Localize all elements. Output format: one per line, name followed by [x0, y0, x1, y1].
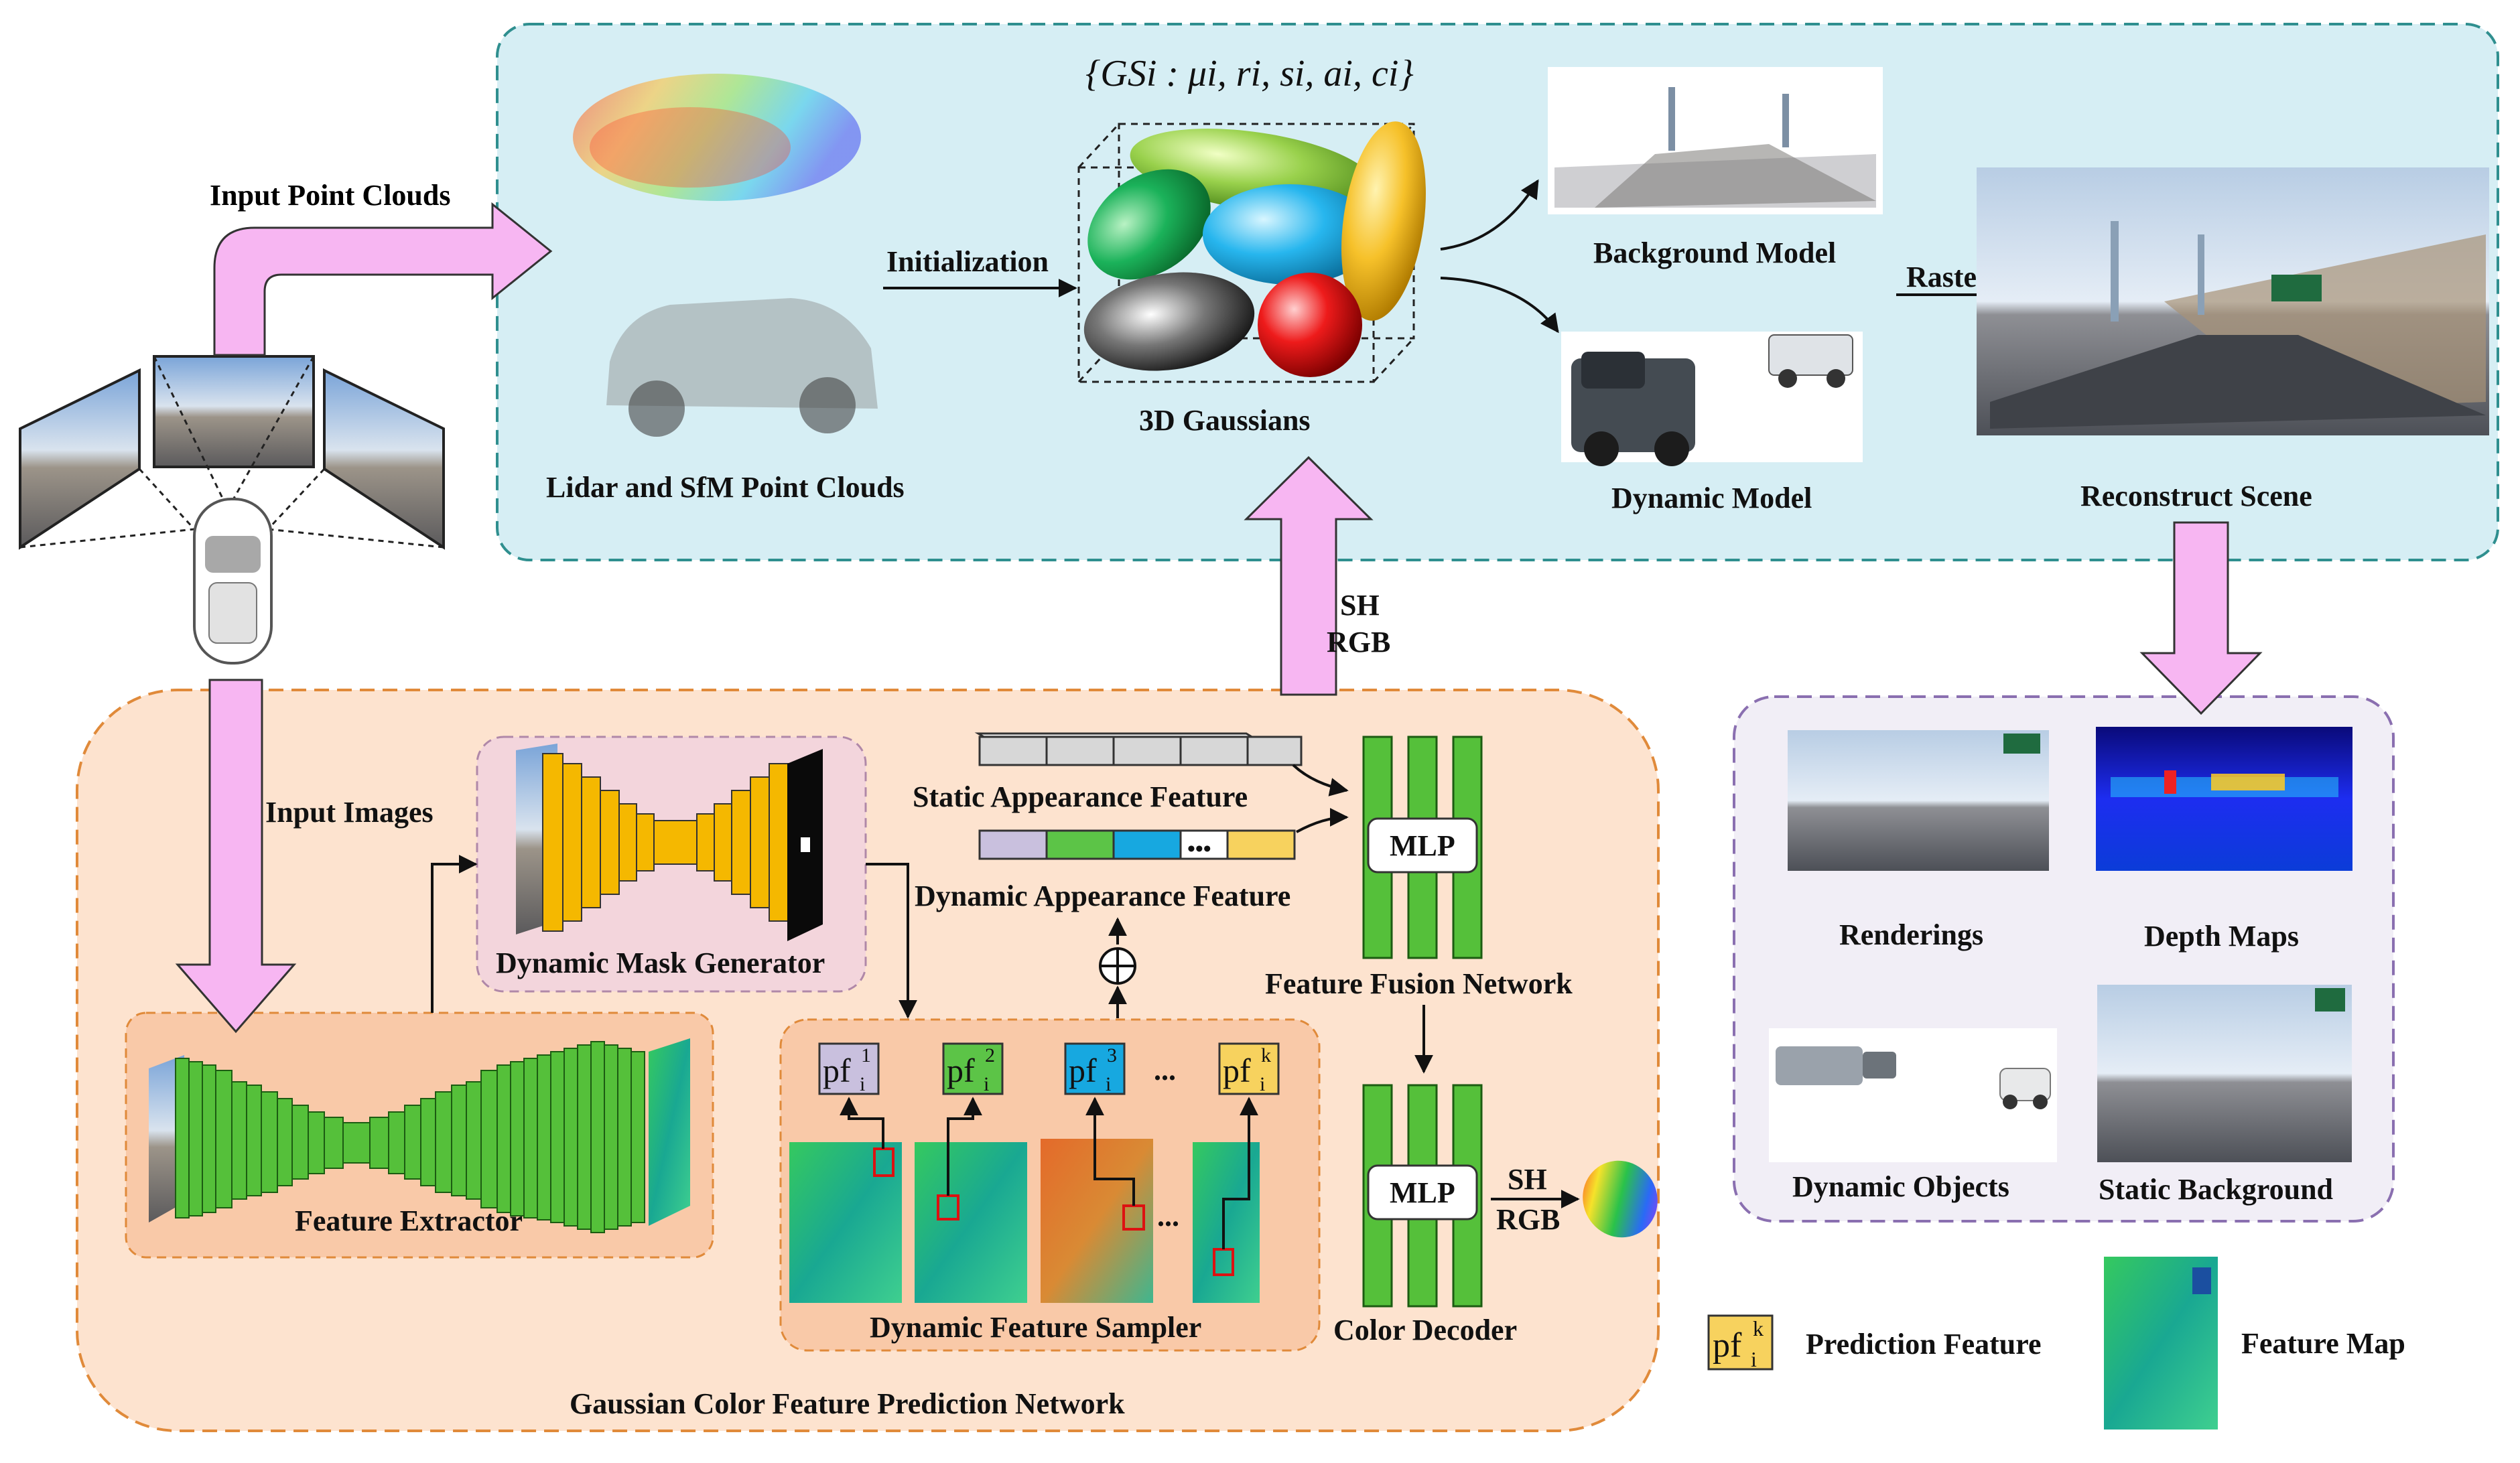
- black-gaussian: [1083, 272, 1255, 371]
- dynamic-appearance-label: Dynamic Appearance Feature: [915, 880, 1290, 912]
- decoder-mlp-block: [1362, 1084, 1483, 1308]
- pf-k-text: pf: [1223, 1052, 1251, 1089]
- mlp-fusion-label: MLP: [1390, 829, 1455, 862]
- pf-box-2: [942, 1042, 1004, 1095]
- dynamic-objects-label: Dynamic Objects: [1792, 1170, 2009, 1203]
- legend-pf-sup: k: [1753, 1316, 1764, 1340]
- sfm-car-point-cloud: [606, 298, 878, 437]
- mask-to-sampler-connector: [866, 863, 917, 1019]
- legend-pf-sub: i: [1751, 1347, 1757, 1371]
- input-images-arrow: [175, 679, 297, 1034]
- reconstruct-scene-label: Reconstruct Scene: [2080, 480, 2312, 512]
- feature-extractor-label: Feature Extractor: [295, 1204, 523, 1237]
- input-point-clouds-arrow: [213, 202, 553, 356]
- to-dynamic-arrow: [1440, 277, 1559, 334]
- dynamic-ellipsis: •••: [1187, 837, 1211, 861]
- pf-1-text: pf: [823, 1052, 851, 1089]
- pf-box-1: [818, 1042, 880, 1095]
- mlp-decoder-label: MLP: [1390, 1176, 1455, 1209]
- static-appearance-vector: [974, 732, 1303, 766]
- dynamic-objects-image: [1769, 1028, 2057, 1162]
- front-camera-image: [153, 355, 315, 468]
- maps-ellipsis: ...: [1157, 1200, 1179, 1233]
- dynamic-appearance-vector: [978, 829, 1296, 860]
- lidar-point-cloud: [573, 74, 861, 201]
- blue-gaussian: [1203, 184, 1377, 285]
- feature-map-2: [915, 1142, 1027, 1303]
- red-gaussian: [1258, 273, 1362, 377]
- rgb-label-2: RGB: [1496, 1203, 1560, 1236]
- legend-pf-box: [1707, 1314, 1774, 1371]
- pf-ellipsis: ...: [1154, 1054, 1176, 1087]
- green-gaussian: [1087, 169, 1211, 280]
- static-to-mlp-arrow: [1292, 764, 1349, 796]
- dynamic-mask-generator-label: Dynamic Mask Generator: [496, 947, 825, 979]
- feature-extractor-network: [149, 1038, 690, 1233]
- car-top-view-icon: [193, 498, 273, 665]
- lidar-sfm-label: Lidar and SfM Point Clouds: [546, 471, 905, 504]
- sh-label-1: SH: [1340, 589, 1380, 622]
- reconstruct-scene-image: [1977, 167, 2489, 435]
- background-model-label: Background Model: [1593, 236, 1836, 269]
- pf-3-sub: i: [1106, 1073, 1111, 1095]
- static-background-label: Static Background: [2099, 1173, 2333, 1206]
- pf-2-text: pf: [947, 1052, 975, 1089]
- prediction-feature-label: Prediction Feature: [1806, 1328, 2042, 1361]
- pf-2-sup: 2: [985, 1044, 995, 1066]
- sh-label-2: SH: [1508, 1163, 1547, 1196]
- to-background-arrow: [1440, 179, 1539, 251]
- initialization-label: Initialization: [886, 245, 1049, 278]
- fusion-mlp-block: [1362, 736, 1483, 959]
- fe-output-feature-map: [649, 1038, 690, 1226]
- multi-camera-rig: [19, 355, 445, 665]
- sh-rgb-up-arrow: [1244, 456, 1374, 696]
- input-point-clouds-label: Input Point Clouds: [210, 179, 450, 212]
- right-camera-image: [323, 368, 445, 550]
- 3d-gaussians-cube: [1077, 121, 1426, 383]
- pf-k-sup: k: [1261, 1044, 1271, 1066]
- legend-pf-text: pf: [1713, 1326, 1742, 1365]
- depth-maps-label: Depth Maps: [2144, 920, 2299, 953]
- fe-to-mask-connector: [431, 855, 478, 1013]
- dynamic-model-image: [1561, 332, 1863, 466]
- yellow-gaussian: [1341, 121, 1426, 321]
- colored-gaussian-icon: [1583, 1160, 1658, 1238]
- dynamic-to-mlp-arrow: [1296, 808, 1349, 833]
- renderings-label: Renderings: [1839, 918, 1983, 951]
- static-appearance-label: Static Appearance Feature: [913, 780, 1248, 813]
- feature-map-1: [789, 1142, 902, 1303]
- color-decoder-label: Color Decoder: [1333, 1314, 1517, 1346]
- input-images-label: Input Images: [265, 796, 434, 829]
- pf-box-3: [1064, 1042, 1126, 1095]
- pf-3-text: pf: [1069, 1052, 1097, 1089]
- pf-3-sup: 3: [1107, 1044, 1117, 1066]
- left-camera-image: [19, 368, 141, 550]
- mask-generator-network: [516, 744, 823, 941]
- pf-box-k: [1218, 1042, 1280, 1095]
- pf-1-sup: 1: [861, 1044, 871, 1066]
- static-background-image: [2097, 985, 2352, 1162]
- background-model-image: [1548, 67, 1883, 214]
- pf-k-sub: i: [1260, 1073, 1265, 1095]
- 3d-gaussians-label: 3D Gaussians: [1139, 404, 1311, 437]
- pf-2-sub: i: [984, 1073, 989, 1095]
- rgb-label-1: RGB: [1327, 626, 1390, 658]
- feature-fusion-network-label: Feature Fusion Network: [1265, 967, 1573, 1000]
- legend-feature-map-detail: [2192, 1267, 2211, 1294]
- gaussian-formula: {GSi : μi, ri, si, ai, ci}: [1085, 53, 1414, 94]
- oplus-icon: [1099, 947, 1136, 985]
- feature-map-label: Feature Map: [2241, 1327, 2405, 1360]
- to-results-arrow: [2139, 521, 2263, 715]
- renderings-image: [1788, 730, 2049, 871]
- depth-maps-image: [2096, 727, 2352, 871]
- dynamic-feature-sampler-label: Dynamic Feature Sampler: [870, 1311, 1201, 1344]
- feature-map-3: [1041, 1139, 1153, 1303]
- sampler-feature-maps: [789, 1097, 1260, 1303]
- gaussian-network-label: Gaussian Color Feature Prediction Networ…: [570, 1387, 1125, 1420]
- dynamic-model-label: Dynamic Model: [1611, 482, 1812, 514]
- pf-1-sub: i: [860, 1073, 865, 1095]
